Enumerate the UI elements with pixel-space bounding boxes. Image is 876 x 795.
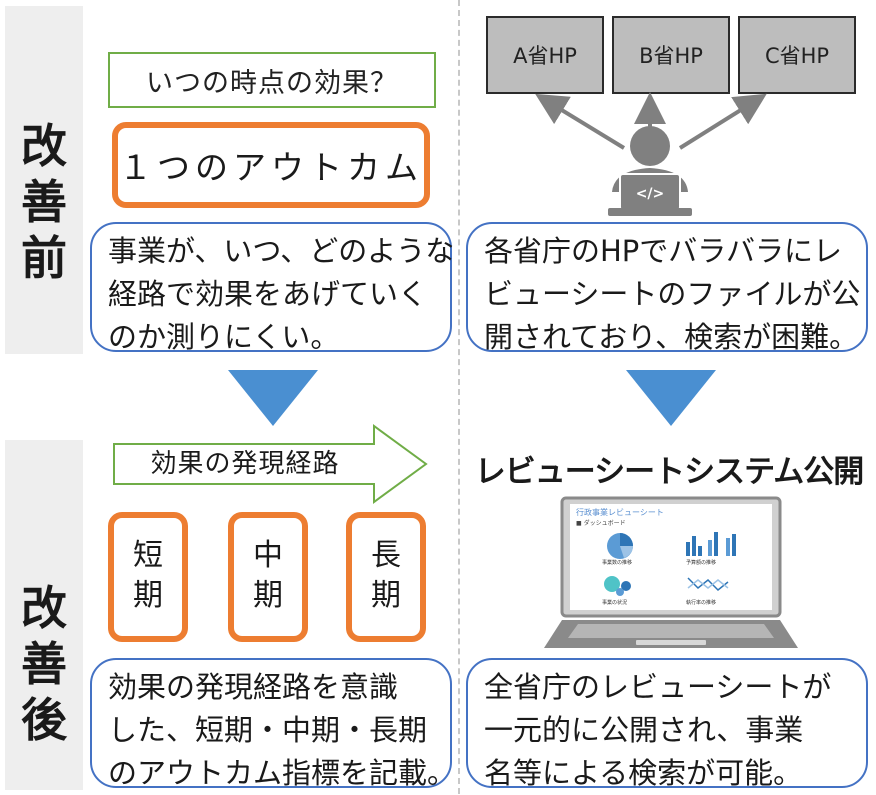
- screen-caption: 執行率の推移: [686, 599, 716, 606]
- path-arrow-label: 効果の発現経路: [150, 449, 340, 479]
- question-box: いつの時点の効果？: [108, 52, 436, 108]
- result-left-box: 効果の発現経路を意識 した、短期・中期・長期 のアウトカム指標を記載。: [90, 658, 456, 790]
- down-triangle-right-icon: [626, 370, 716, 426]
- before-label-char: 善: [21, 175, 67, 229]
- code-icon: </>: [636, 186, 665, 202]
- screen-title: 行政事業レビューシート: [576, 507, 664, 517]
- term-char: 期: [133, 578, 163, 613]
- screen-caption: 予算額の推移: [686, 559, 716, 566]
- after-label: 改 善 後: [5, 580, 83, 748]
- problem-right-line: ビューシートのファイルが公: [484, 277, 861, 311]
- laptop-dashboard-icon: 行政事業レビューシート ■ ダッシュボード 事業数の推移 予算額の推移 事業の状…: [544, 496, 798, 648]
- term-char: 期: [371, 578, 401, 613]
- hp-box-label: B省HP: [639, 44, 703, 68]
- after-label-char: 後: [21, 693, 67, 747]
- one-outcome-text: １つのアウトカム: [119, 148, 423, 187]
- term-box-long: 長 期: [346, 512, 426, 642]
- before-label: 改 善 前: [5, 118, 83, 286]
- one-outcome-box: １つのアウトカム: [112, 122, 430, 208]
- laptop-base-icon: [608, 208, 692, 216]
- screen-caption: 事業の状況: [602, 599, 627, 606]
- result-right-box: 全省庁のレビューシートが 一元的に公開され、事業 名等による検索が可能。: [466, 658, 868, 790]
- term-char: 期: [253, 578, 283, 613]
- result-left-line: 効果の発現経路を意識: [108, 670, 399, 704]
- result-right-line: 名等による検索が可能。: [484, 756, 803, 790]
- path-arrow-shape: [113, 424, 428, 504]
- before-label-panel: 改 善 前: [5, 6, 83, 354]
- after-label-panel: 改 善 後: [5, 440, 83, 790]
- term-char: 短: [133, 538, 163, 573]
- bar-chart-icon: [686, 532, 736, 556]
- person-head-icon: [630, 126, 670, 166]
- result-right-line: 一元的に公開され、事業: [484, 713, 804, 747]
- hp-box-a: A省HP: [486, 16, 604, 94]
- problem-left-line: のか測りにくい。: [108, 320, 340, 354]
- screen-caption: 事業数の推移: [602, 559, 632, 566]
- user-laptop-icon: </>: [535, 92, 767, 216]
- term-char: 長: [371, 538, 401, 573]
- after-label-char: 善: [21, 637, 67, 691]
- problem-left-line: 事業が、いつ、どのような: [108, 234, 455, 268]
- result-left-line: のアウトカム指標を記載。: [108, 756, 457, 790]
- problem-right-line: 開されており、検索が困難。: [484, 320, 859, 354]
- problem-right-line: 各省庁のHPでバラバラにレ: [484, 234, 843, 268]
- line-chart-icon: [687, 577, 729, 592]
- hp-box-label: C省HP: [764, 44, 830, 68]
- problem-left-line: 経路で効果をあげていく: [108, 277, 428, 311]
- bubble-chart-icon: [604, 576, 631, 596]
- result-right-line: 全省庁のレビューシートが: [484, 670, 832, 704]
- question-text: いつの時点の効果？: [146, 67, 398, 99]
- after-label-char: 改: [21, 581, 67, 635]
- term-box-mid: 中 期: [228, 512, 308, 642]
- before-label-char: 改: [21, 119, 67, 173]
- term-char: 中: [253, 538, 283, 573]
- arrow-to-a-icon: [535, 93, 626, 150]
- pie-chart-icon: [607, 533, 633, 559]
- term-box-short: 短 期: [108, 512, 188, 642]
- problem-left-box: 事業が、いつ、どのような 経路で効果をあげていく のか測りにくい。: [90, 222, 455, 354]
- hp-box-label: A省HP: [513, 44, 577, 68]
- before-label-char: 前: [21, 231, 67, 285]
- result-left-line: した、短期・中期・長期: [108, 713, 428, 747]
- screen-subtitle: ■ ダッシュボード: [576, 519, 626, 527]
- hp-box-c: C省HP: [738, 16, 856, 94]
- arrow-to-c-icon: [678, 93, 767, 150]
- hp-box-b: B省HP: [612, 16, 730, 94]
- system-title: レビューシートシステム公開: [474, 454, 864, 490]
- problem-right-box: 各省庁のHPでバラバラにレ ビューシートのファイルが公 開されており、検索が困難…: [466, 222, 868, 354]
- column-divider: [458, 0, 460, 794]
- down-triangle-left-icon: [228, 370, 318, 426]
